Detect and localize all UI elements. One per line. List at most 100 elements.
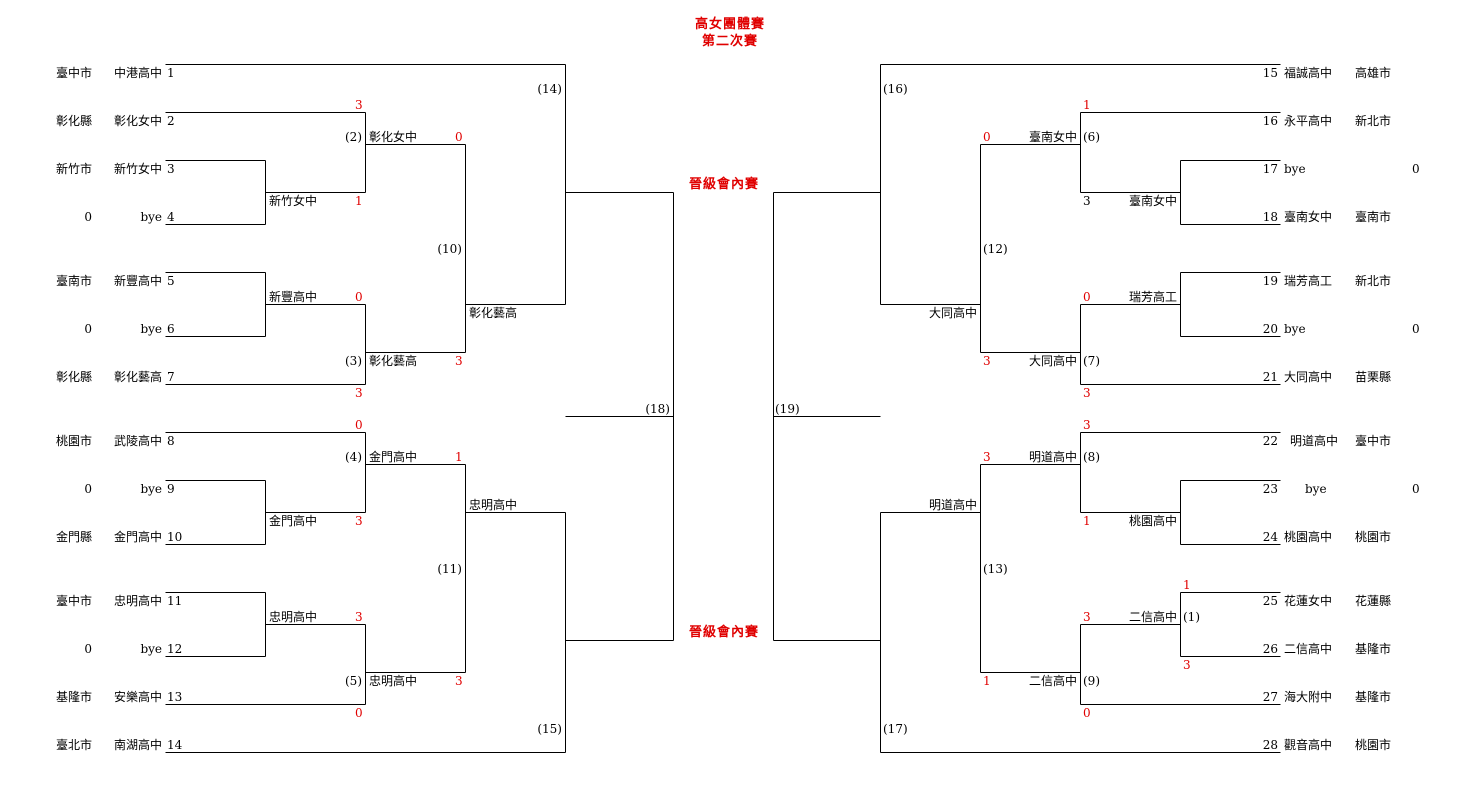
team-county: 彰化縣	[55, 114, 92, 128]
team-number: 8	[167, 434, 175, 448]
team-school: 南湖高中	[113, 738, 162, 752]
match-number: (4)	[345, 450, 362, 464]
match-score: 1	[1083, 514, 1091, 528]
match-score: 3	[355, 514, 363, 528]
team-number: 1	[167, 66, 175, 80]
match-number: (3)	[345, 354, 362, 368]
winner-name: 新豐高中	[269, 290, 318, 304]
team-school: 福誠高中	[1284, 66, 1333, 80]
team-school: bye	[140, 482, 162, 496]
match-score: 3	[455, 674, 463, 688]
team-number: 4	[167, 210, 175, 224]
match-number: (19)	[775, 402, 800, 416]
bracket-title: 高女團體賽	[694, 17, 765, 32]
match-score: 1	[455, 450, 463, 464]
winner-name: 臺南女中	[1028, 130, 1077, 144]
team-school: 新竹女中	[113, 162, 162, 176]
team-county: 臺北市	[55, 738, 92, 752]
winner-name: 二信高中	[1028, 674, 1077, 688]
match-number: (12)	[983, 242, 1008, 256]
team-number: 28	[1262, 738, 1278, 752]
match-number: (10)	[437, 242, 462, 256]
match-number: (7)	[1083, 354, 1100, 368]
team-number: 12	[167, 642, 183, 656]
match-score: 3	[355, 98, 363, 112]
team-school: 金門高中	[113, 530, 162, 544]
team-school: 忠明高中	[113, 594, 162, 608]
team-school: bye	[1284, 162, 1306, 176]
match-score: 0	[355, 418, 363, 432]
winner-name: 彰化藝高	[469, 306, 518, 320]
match-number: (16)	[883, 82, 908, 96]
team-county: 臺中市	[1355, 434, 1392, 448]
match-score: 3	[1183, 658, 1191, 672]
team-county: 0	[84, 210, 92, 224]
team-county: 0	[84, 482, 92, 496]
bracket-subtitle: 第二次賽	[701, 34, 758, 49]
team-number: 27	[1262, 690, 1278, 704]
team-school: 武陵高中	[113, 434, 162, 448]
match-score: 3	[983, 450, 991, 464]
match-number: (1)	[1183, 610, 1200, 624]
match-number: (8)	[1083, 450, 1100, 464]
team-number: 11	[167, 594, 183, 608]
team-county: 桃園市	[1355, 530, 1392, 544]
winner-name: 忠明高中	[469, 498, 518, 512]
winner-name: 忠明高中	[269, 610, 318, 624]
team-school: 彰化藝高	[113, 370, 162, 384]
team-county: 新竹市	[55, 162, 92, 176]
team-school: bye	[140, 210, 162, 224]
team-number: 20	[1262, 322, 1278, 336]
team-number: 3	[167, 162, 175, 176]
match-score: 0	[355, 706, 363, 720]
team-county: 臺中市	[55, 594, 92, 608]
team-county: 臺中市	[55, 66, 92, 80]
match-score: 3	[1083, 418, 1091, 432]
match-number: (9)	[1083, 674, 1100, 688]
match-number: (13)	[983, 562, 1008, 576]
team-school: 海大附中	[1284, 690, 1333, 704]
team-school: 明道高中	[1290, 434, 1339, 448]
team-county: 0	[1412, 482, 1420, 496]
team-county: 彰化縣	[55, 370, 92, 384]
team-county: 桃園市	[1355, 738, 1392, 752]
team-county: 花蓮縣	[1355, 594, 1392, 608]
team-number: 23	[1262, 482, 1278, 496]
team-school: bye	[1305, 482, 1327, 496]
match-score: 0	[355, 290, 363, 304]
match-number: (14)	[537, 82, 562, 96]
team-number: 7	[167, 370, 175, 384]
team-county: 基隆市	[1355, 642, 1392, 656]
winner-name: 金門高中	[269, 514, 318, 528]
match-score: 1	[1083, 98, 1091, 112]
match-number: (18)	[645, 402, 670, 416]
match-score: 3	[983, 354, 991, 368]
match-score: 3	[1083, 194, 1091, 208]
match-number: (15)	[537, 722, 562, 736]
team-school: bye	[1284, 322, 1306, 336]
team-school: 彰化女中	[113, 114, 162, 128]
match-score: 3	[1083, 610, 1091, 624]
team-school: 觀音高中	[1284, 738, 1333, 752]
winner-name: 二信高中	[1128, 610, 1177, 624]
advance-label-top: 晉級會內賽	[688, 177, 759, 192]
team-number: 21	[1262, 370, 1278, 384]
team-county: 基隆市	[55, 690, 92, 704]
match-score: 0	[1083, 706, 1091, 720]
match-score: 1	[355, 194, 363, 208]
match-number: (17)	[883, 722, 908, 736]
team-number: 2	[167, 114, 175, 128]
winner-name: 桃園高中	[1128, 514, 1177, 528]
team-county: 桃園市	[55, 434, 92, 448]
team-number: 24	[1262, 530, 1278, 544]
team-school: 瑞芳高工	[1284, 274, 1333, 288]
team-school: 花蓮女中	[1284, 594, 1333, 608]
team-number: 15	[1262, 66, 1278, 80]
team-county: 高雄市	[1355, 66, 1392, 80]
match-score: 3	[1083, 386, 1091, 400]
team-school: 桃園高中	[1284, 530, 1333, 544]
match-score: 3	[355, 610, 363, 624]
team-number: 22	[1262, 434, 1278, 448]
team-school: 二信高中	[1284, 642, 1333, 656]
